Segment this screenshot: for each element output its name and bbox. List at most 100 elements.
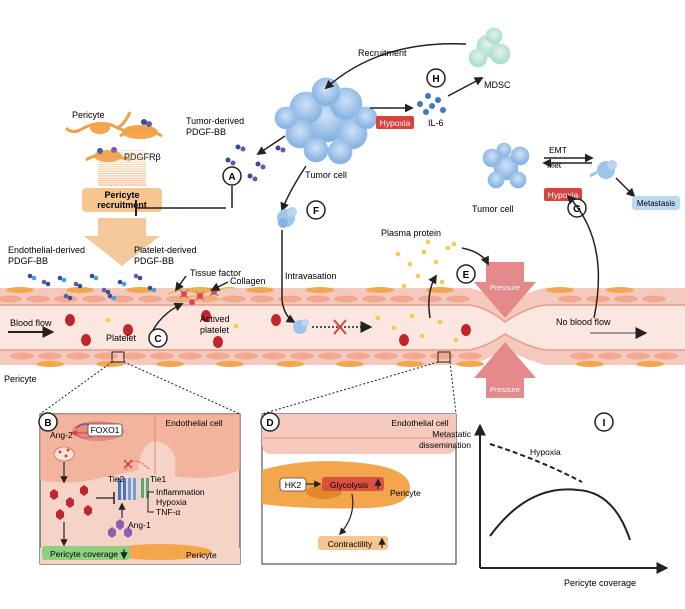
label-i: I <box>594 412 614 432</box>
panel-d-endothelial-label: Endothelial cell <box>391 418 448 428</box>
intravasation-label: Intravasation <box>285 271 337 281</box>
panel-i-hypoxia-curve <box>489 443 583 483</box>
ang2-vesicle <box>53 446 75 462</box>
panel-i-ylabel-1: Metastatic <box>432 429 471 439</box>
panel-i-ylabel-2: dissemination <box>419 440 471 450</box>
emt-label: EMT <box>549 145 567 155</box>
metastasis-label: Metastasis <box>637 199 675 208</box>
pericyte-coverage-label: Pericyte coverage <box>50 549 118 559</box>
intravasation-arrow <box>281 230 296 323</box>
vessel-pdgfbb-molecules <box>27 273 157 301</box>
tumor-to-circulating-arrow <box>280 165 307 212</box>
il6-molecules <box>417 93 446 115</box>
tumor-pdgfbb-molecules <box>225 144 286 182</box>
tie1-receptor-icon <box>141 478 149 498</box>
to-metastasis-arrow <box>615 177 636 198</box>
platelet-derived-label-1: Platelet-derived <box>134 245 197 255</box>
stimuli-bracket <box>147 491 154 513</box>
svg-text:D: D <box>266 418 273 429</box>
metastasis-box <box>632 196 680 210</box>
red-blood-cells <box>65 310 471 348</box>
zoom-line-d-right <box>449 361 457 415</box>
tissue-factor-label: Tissue factor <box>190 268 241 278</box>
svg-text:B: B <box>44 418 51 429</box>
plasma-protein-dots <box>105 239 459 343</box>
panel-i-xlabel: Pericyte coverage <box>564 578 636 588</box>
inflammation-label: Inflammation <box>156 487 205 497</box>
il6-label: IL-6 <box>428 118 444 128</box>
plasma-protein-label: Plasma protein <box>381 228 441 238</box>
ang1-molecules <box>108 519 132 538</box>
endothelial-derived-label-2: PDGF-BB <box>8 256 48 266</box>
label-h: H <box>426 68 446 88</box>
svg-text:C: C <box>154 334 161 345</box>
hypoxia-badge-top <box>376 116 414 129</box>
pdgfrb-label: PDGFRβ <box>124 152 161 162</box>
panel-b-pericyte-label: Pericyte <box>186 550 217 560</box>
label-c: C <box>148 328 168 348</box>
blocked-cross-icon <box>333 319 347 335</box>
tie-cross-icon <box>123 459 133 469</box>
recruitment-label: Recruitment <box>358 48 407 58</box>
tnfa-label: TNF-α <box>156 507 180 517</box>
pericyte-bottom-label: Pericyte <box>4 374 37 384</box>
label-d: D <box>260 412 280 432</box>
panel-i-dissemination-curve <box>489 488 631 541</box>
svg-text:E: E <box>463 270 470 281</box>
zoom-box-b <box>111 351 125 363</box>
foxo1-label: FOXO1 <box>91 425 120 435</box>
zoom-line-d-left <box>261 361 439 415</box>
collagen-label: Collagen <box>230 276 266 286</box>
pressure-bottom-label: Pressure <box>490 385 520 394</box>
label-f: F <box>306 200 326 220</box>
recruitment-stripes <box>98 150 146 186</box>
ang1-label: Ang-1 <box>128 520 151 530</box>
pericyte-recruitment-label-1: Pericyte <box>104 190 139 200</box>
hk2-label: HK2 <box>285 480 302 490</box>
zoom-line-b-right <box>123 361 241 415</box>
met-label: Met <box>547 160 562 170</box>
pericyte-recruitment-box <box>82 188 162 212</box>
pressure-arrow-top: Pressure <box>474 262 536 318</box>
tumor-cell-label: Tumor cell <box>305 170 347 180</box>
ang2-molecules <box>50 485 92 520</box>
activated-platelets-icon <box>167 286 235 305</box>
ang2-label: Ang-2 <box>50 430 73 440</box>
label-a: A <box>222 166 242 186</box>
pressure-arrow-bottom: Pressure <box>474 342 536 398</box>
hypoxia-label-top: Hypoxia <box>380 118 411 128</box>
glycolysis-label: Glycolysis <box>330 480 368 490</box>
mdsc-cluster <box>468 27 511 68</box>
tie2-label: Tie2 <box>108 474 124 484</box>
circulating-tumor-cell <box>277 207 297 228</box>
pericyte-label: Pericyte <box>72 110 105 120</box>
pericyte-cells-top <box>64 111 163 162</box>
tie2-receptor-icon <box>118 478 136 500</box>
contractility-label: Contractility <box>328 539 373 549</box>
label-e: E <box>456 264 476 284</box>
pericyte-recruitment-label-2: recruitment <box>97 200 147 210</box>
platelet-derived-label-2: PDGF-BB <box>134 256 174 266</box>
label-b: B <box>38 412 58 432</box>
zoom-line-b-left <box>39 361 113 415</box>
svg-text:I: I <box>603 418 606 429</box>
mesenchymal-tumor-cell <box>589 160 617 179</box>
plasma-to-pressure-arrow <box>461 247 489 266</box>
tissue-factor-arrow <box>174 275 187 292</box>
mdsc-label: MDSC <box>484 80 511 90</box>
glycolysis-to-contractility-arrow <box>339 493 354 536</box>
svg-text:H: H <box>432 74 439 85</box>
actived-platelet-label-1: Actived <box>200 314 230 324</box>
svg-text:A: A <box>228 172 235 183</box>
panel-i-chart <box>474 423 669 574</box>
tumor-to-pdgf-arrow <box>256 135 286 155</box>
tumor-cell-cluster-right <box>482 142 530 189</box>
svg-text:F: F <box>313 206 319 217</box>
no-blood-flow-label: No blood flow <box>556 317 611 327</box>
endothelial-derived-label-1: Endothelial-derived <box>8 245 85 255</box>
pressure-top-label: Pressure <box>490 283 520 292</box>
actived-platelet-label-2: platelet <box>200 325 230 335</box>
tumor-derived-label-2: PDGF-BB <box>186 127 226 137</box>
